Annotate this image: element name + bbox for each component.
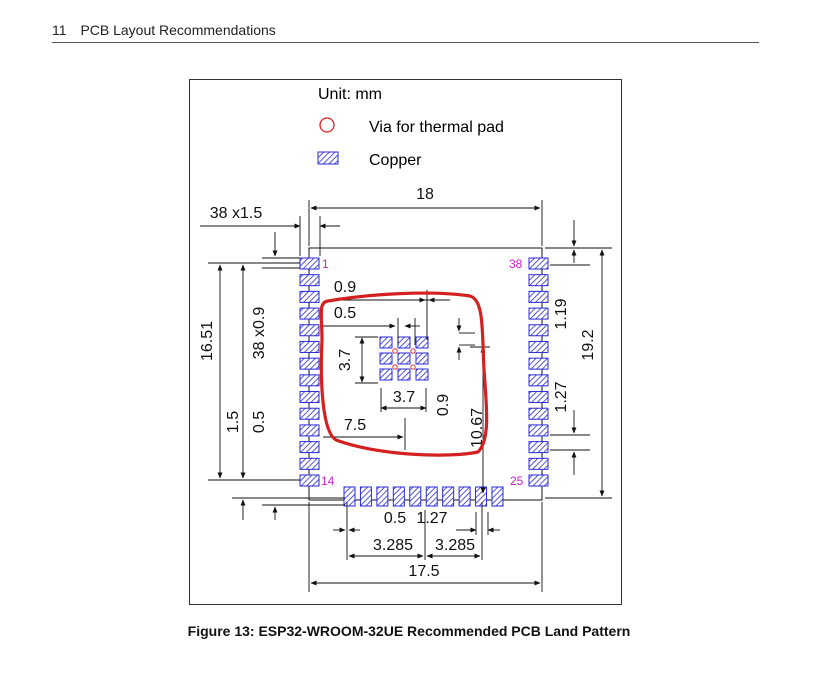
copper-pad-left (299, 357, 320, 370)
copper-pad-bottom (392, 486, 405, 507)
copper-pad-right (528, 324, 549, 337)
copper-pad-right (528, 407, 549, 420)
copper-pad-left (299, 441, 320, 454)
figure-frame (189, 79, 622, 605)
dim-left-total: 16.51 (199, 321, 216, 361)
copper-pad-bottom (458, 486, 471, 507)
thermal-pad (379, 352, 393, 365)
copper-pad-bottom (343, 486, 356, 507)
copper-pad-left (299, 474, 320, 487)
copper-pad-right (528, 274, 549, 287)
pin-label-1: 1 (322, 257, 329, 271)
copper-pad-left (299, 424, 320, 437)
page-header: 11 PCB Layout Recommendations (52, 22, 276, 38)
copper-pad-right (528, 391, 549, 404)
section-title: PCB Layout Recommendations (80, 22, 276, 38)
dim-bottom-total: 17.5 (408, 563, 439, 580)
thermal-pad (379, 368, 393, 381)
copper-pad-left (299, 274, 320, 287)
copper-pad-bottom (409, 486, 422, 507)
copper-pad-right (528, 441, 549, 454)
dim-right-top: 1.19 (553, 298, 570, 329)
thermal-pad (415, 352, 429, 365)
thermal-via (410, 364, 416, 370)
copper-pad-left (299, 374, 320, 387)
copper-pad-right (528, 257, 549, 270)
copper-pad-left (299, 391, 320, 404)
thermal-via (392, 364, 398, 370)
dim-thermal-offset-y: 0.9 (435, 394, 452, 416)
copper-pad-bottom (442, 486, 455, 507)
copper-pad-bottom (475, 486, 488, 507)
left-pad-column (299, 257, 320, 487)
thermal-via (410, 348, 416, 354)
thermal-pad (379, 336, 393, 349)
copper-pad-bottom (376, 486, 389, 507)
copper-legend-icon (317, 151, 339, 165)
legend-via-label: Via for thermal pad (369, 119, 504, 136)
legend-copper-label: Copper (369, 152, 422, 169)
copper-pad-bottom (359, 486, 372, 507)
copper-pad-left (299, 457, 320, 470)
dim-bottom-pitch: 1.27 (416, 510, 447, 527)
dimension-lines (200, 200, 612, 592)
figure-caption: Figure 13: ESP32-WROOM-32UE Recommended … (187, 623, 631, 639)
dim-pad-gap-top: 0.9 (334, 279, 356, 296)
dim-pad-size: 38 x1.5 (210, 205, 263, 222)
copper-pad-right (528, 290, 549, 303)
module-outline (308, 247, 543, 501)
via-legend-icon (319, 117, 335, 133)
header-rule (52, 42, 759, 43)
copper-pad-bottom (425, 486, 438, 507)
legend-unit: Unit: mm (318, 86, 382, 103)
dim-bottom-gap: 0.5 (384, 510, 406, 527)
copper-pad-right (528, 424, 549, 437)
dim-thermal-width: 3.7 (393, 389, 415, 406)
copper-pad-left (299, 340, 320, 353)
bottom-pad-row (343, 486, 504, 507)
copper-pad-left (299, 307, 320, 320)
dim-left-bottom-b: 0.5 (251, 411, 268, 433)
copper-pad-right (528, 457, 549, 470)
pin-label-25: 25 (510, 474, 524, 488)
thermal-pad (397, 352, 411, 365)
dim-bottom-right: 3.285 (435, 537, 475, 554)
copper-pad-bottom (491, 486, 504, 507)
copper-pad-left (299, 324, 320, 337)
section-number: 11 (52, 22, 67, 38)
dim-thermal-height: 3.7 (337, 349, 354, 371)
dim-right-total: 19.2 (580, 329, 597, 360)
dim-right-bottom: 1.27 (553, 381, 570, 412)
dim-left-bottom-a: 1.5 (225, 411, 242, 433)
copper-pad-left (299, 407, 320, 420)
dim-pad-edge-left: 0.5 (334, 305, 356, 322)
copper-pad-right (528, 340, 549, 353)
thermal-pad (397, 368, 411, 381)
thermal-pad (415, 368, 429, 381)
copper-pad-right (528, 307, 549, 320)
pin-label-38: 38 (509, 257, 523, 271)
dim-bottom-left: 3.285 (373, 537, 413, 554)
dim-pin-pitch: 38 x0.9 (251, 307, 268, 360)
thermal-pad (415, 336, 429, 349)
pin-label-14: 14 (321, 474, 335, 488)
dim-thermal-to-bottom: 10.67 (469, 408, 486, 448)
red-annotation-outline (319, 291, 489, 457)
dim-thermal-offset-x: 7.5 (344, 417, 366, 434)
thermal-pad (397, 336, 411, 349)
copper-pad-right (528, 474, 549, 487)
thermal-pad-grid (379, 336, 429, 381)
copper-pad-right (528, 357, 549, 370)
right-pad-column (528, 257, 549, 487)
thermal-via (392, 348, 398, 354)
copper-pad-left (299, 290, 320, 303)
copper-pad-right (528, 374, 549, 387)
dim-width-18: 18 (416, 186, 434, 203)
copper-pad-left (299, 257, 320, 270)
